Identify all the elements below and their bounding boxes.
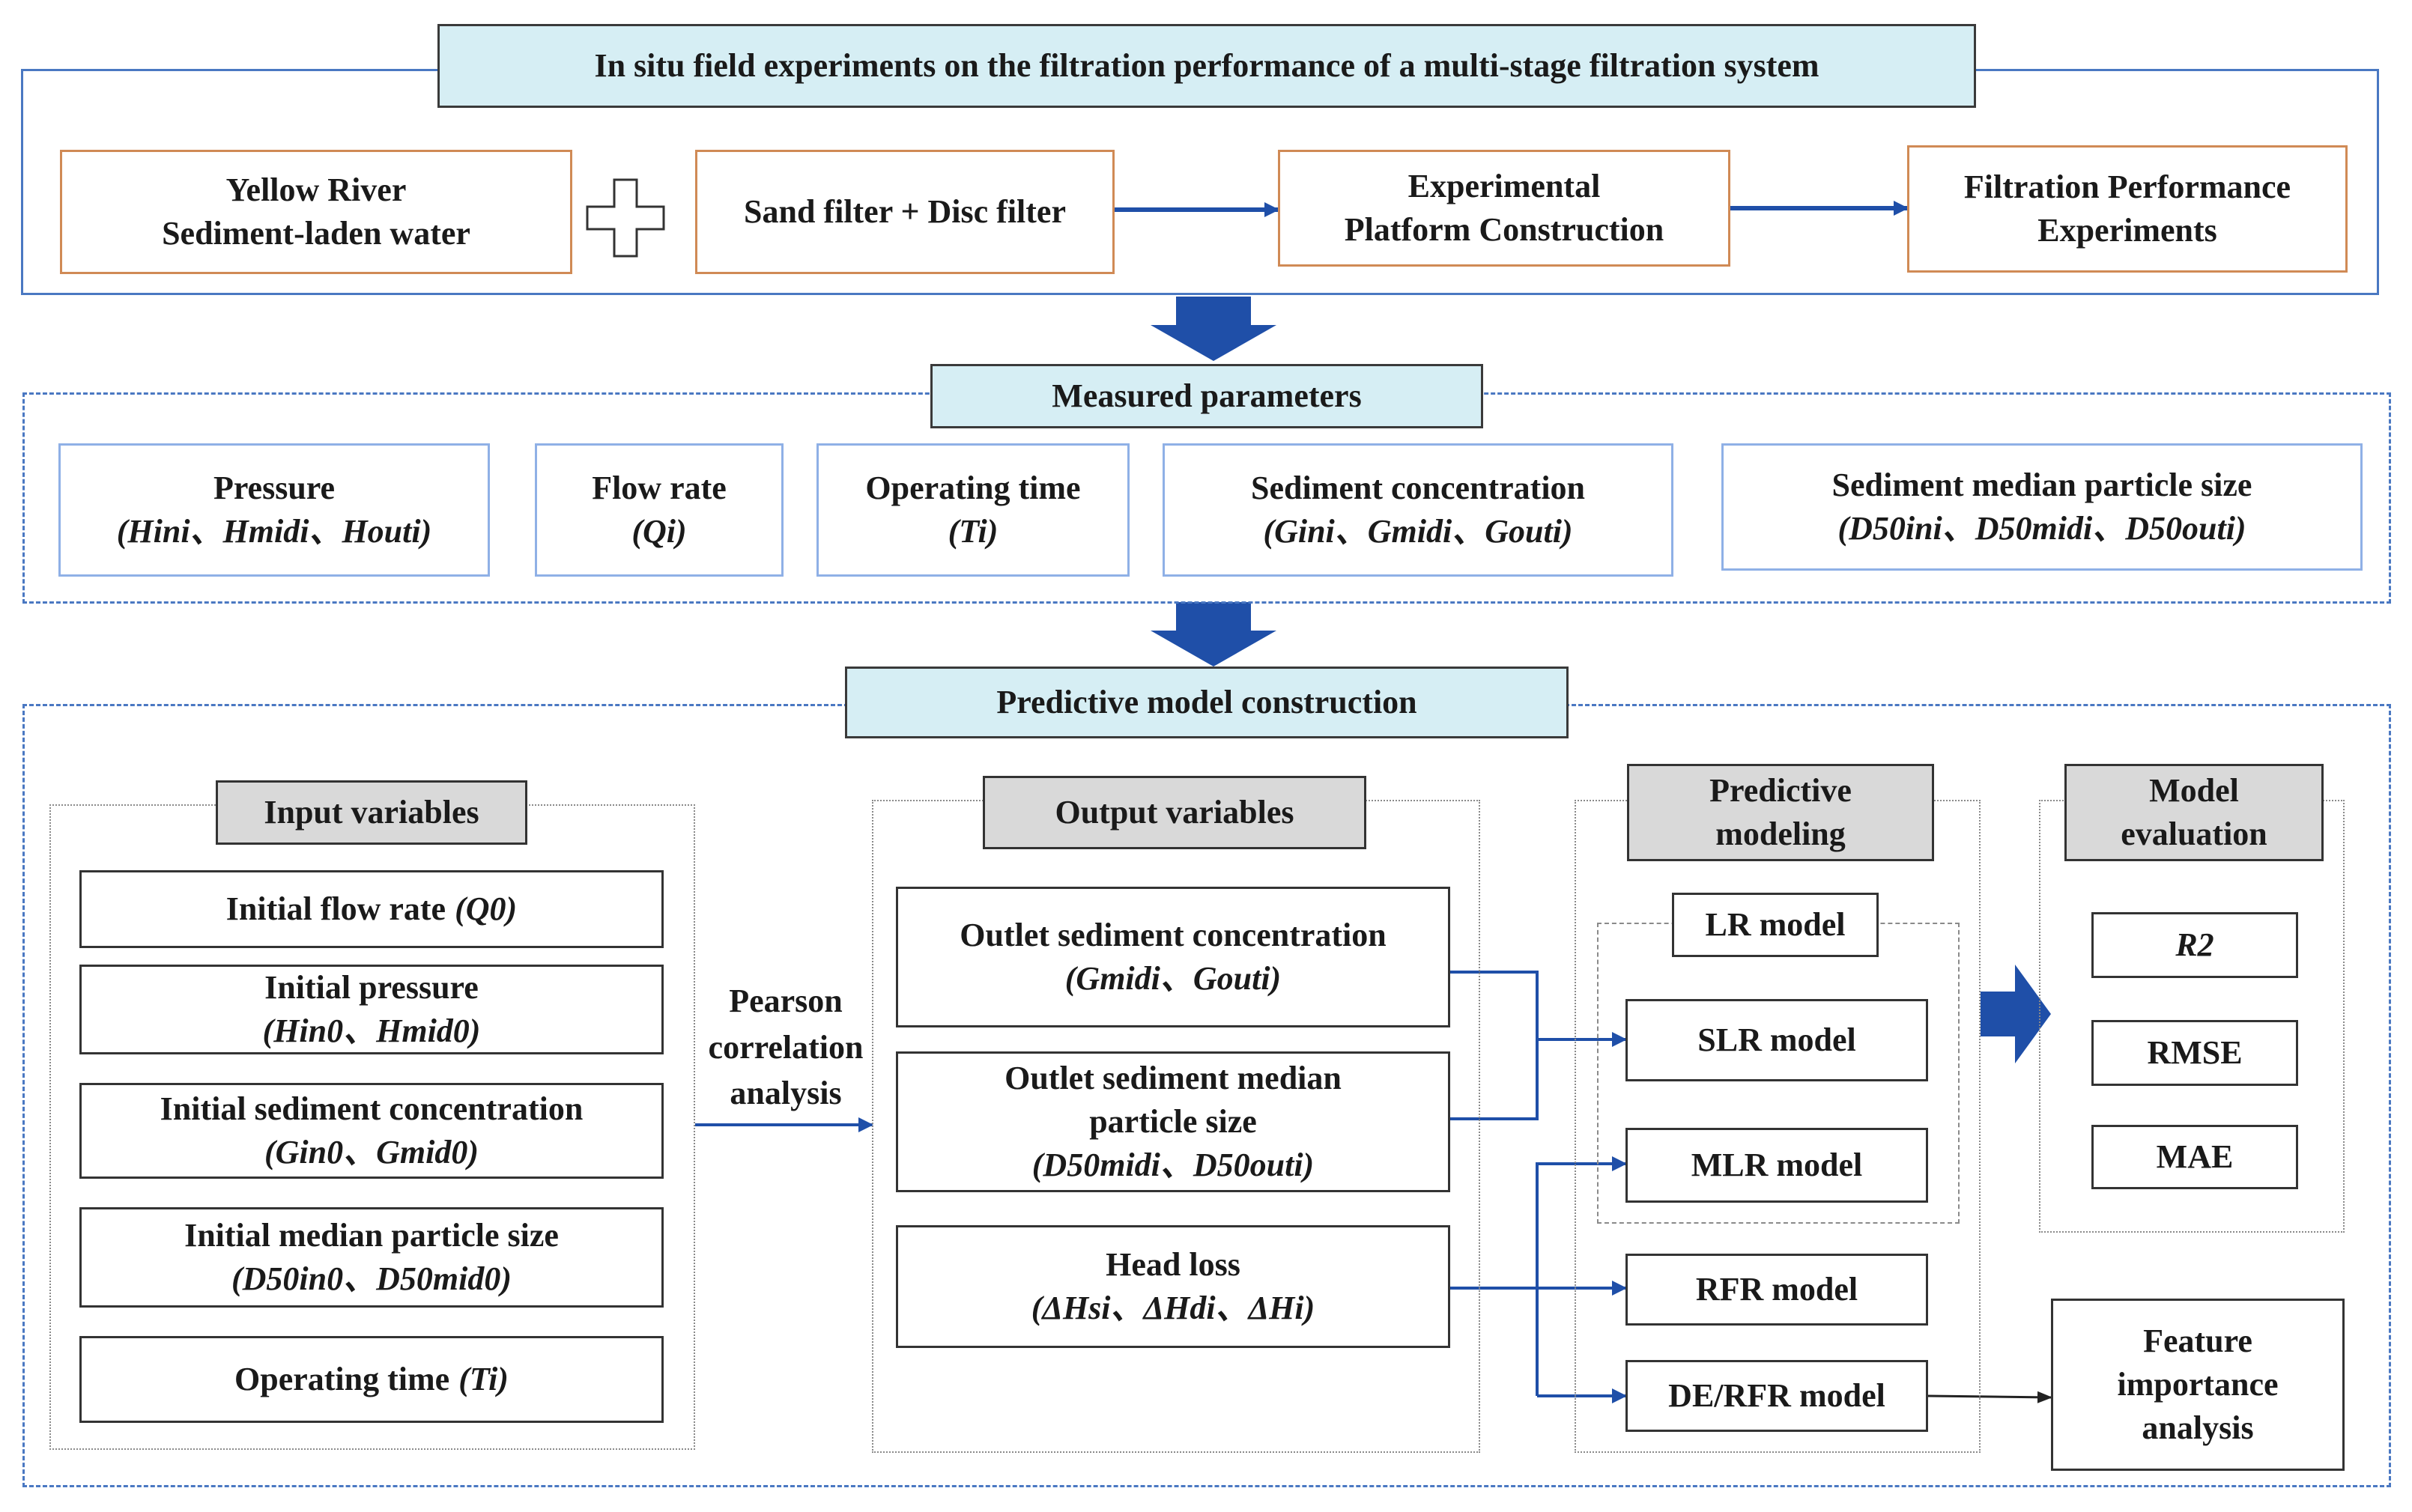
- section1-title-text: In situ field experiments on the filtrat…: [594, 46, 1819, 84]
- pearson-line-1: Pearson: [729, 983, 843, 1019]
- param-flow-rate: Flow rate (Qi): [535, 443, 784, 577]
- model-slr: SLR model: [1625, 999, 1928, 1081]
- metric-rmse: RMSE: [2091, 1020, 2298, 1086]
- platform-box: Experimental Platform Construction: [1278, 150, 1730, 267]
- param-symbols: (Qi): [631, 513, 687, 550]
- feature-importance-box: Feature importance analysis: [2051, 1299, 2345, 1471]
- input-name: Initial flow rate: [225, 890, 446, 927]
- input-name: Initial pressure: [264, 968, 479, 1006]
- param-operating-time: Operating time (Ti): [816, 443, 1130, 577]
- feature-line-1: Feature: [2143, 1322, 2252, 1359]
- platform-line-2: Platform Construction: [1344, 211, 1664, 248]
- metric-r2-label: R2: [2175, 923, 2213, 967]
- param-sediment-concentration: Sediment concentration (Gini、Gmidi、Gouti…: [1163, 443, 1673, 577]
- input-symbols: (Hin0、Hmid0): [262, 1012, 481, 1049]
- param-pressure: Pressure (Hini、Hmidi、Houti): [58, 443, 490, 577]
- input-variables-header: Input variables: [216, 780, 527, 845]
- pearson-line-3: analysis: [730, 1075, 842, 1112]
- section2-title-text: Measured parameters: [1052, 377, 1362, 414]
- input-symbols: (Ti): [458, 1360, 509, 1397]
- param-name: Flow rate: [592, 469, 727, 506]
- input-operating-time: Operating time (Ti): [79, 1336, 664, 1423]
- section3-title: Predictive model construction: [845, 667, 1569, 738]
- input-name: Initial sediment concentration: [160, 1090, 584, 1127]
- metric-label: RMSE: [2147, 1033, 2243, 1071]
- param-median-particle-size: Sediment median particle size (D50ini、D5…: [1721, 443, 2363, 571]
- model-label: RFR model: [1695, 1270, 1858, 1308]
- feature-line-3: analysis: [2142, 1409, 2254, 1447]
- section1-title: In situ field experiments on the filtrat…: [437, 24, 1976, 108]
- output-sediment-concentration: Outlet sediment concentration (Gmidi、Gou…: [896, 887, 1450, 1027]
- model-rfr: RFR model: [1625, 1254, 1928, 1326]
- model-mlr: MLR model: [1625, 1128, 1928, 1203]
- model-label: DE/RFR model: [1668, 1376, 1885, 1414]
- output-name-line-2: particle size: [1089, 1102, 1257, 1140]
- arrow-to-feature-importance: [1927, 1391, 2052, 1403]
- down-arrow-1: [1151, 297, 1276, 361]
- metric-label: MAE: [2156, 1138, 2234, 1175]
- output-variables-header: Output variables: [983, 776, 1366, 849]
- input-symbols: (Q0): [455, 890, 518, 927]
- modeling-header-line-2: modeling: [1715, 816, 1846, 852]
- down-arrow-2: [1151, 602, 1276, 667]
- model-label: MLR model: [1691, 1146, 1863, 1183]
- param-symbols: (Ti): [948, 513, 999, 550]
- right-arrow-to-evaluation: [1981, 965, 2051, 1063]
- feature-line-2: importance: [2117, 1365, 2279, 1403]
- output-name-line-1: Outlet sediment median: [1005, 1059, 1342, 1096]
- output-symbols: (Gmidi、Gouti): [1064, 960, 1282, 997]
- model-label: SLR model: [1697, 1021, 1856, 1058]
- param-symbols: (Gini、Gmidi、Gouti): [1263, 513, 1573, 550]
- experiments-line-1: Filtration Performance: [1963, 168, 2291, 205]
- output-name: Outlet sediment concentration: [960, 916, 1387, 953]
- param-name: Operating time: [865, 469, 1081, 506]
- water-box: Yellow River Sediment-laden water: [60, 150, 572, 274]
- platform-line-1: Experimental: [1407, 167, 1601, 204]
- output-head-loss: Head loss (ΔHsi、ΔHdi、ΔHi): [896, 1225, 1450, 1348]
- metric-r2-text: R2: [2175, 926, 2214, 963]
- filters-box: Sand filter + Disc filter: [695, 150, 1115, 274]
- output-median-particle-size: Outlet sediment median particle size (D5…: [896, 1051, 1450, 1192]
- metric-mae: MAE: [2091, 1125, 2298, 1189]
- section2-title: Measured parameters: [930, 364, 1483, 428]
- param-symbols: (D50ini、D50midi、D50outi): [1837, 510, 2246, 547]
- input-initial-pressure: Initial pressure (Hin0、Hmid0): [79, 965, 664, 1054]
- input-initial-flow-rate: Initial flow rate (Q0): [79, 870, 664, 948]
- pearson-line-2: correlation: [708, 1028, 864, 1066]
- pearson-label: Pearson correlation analysis: [697, 978, 875, 1117]
- output-symbols: (ΔHsi、ΔHdi、ΔHi): [1031, 1290, 1315, 1326]
- param-name: Sediment median particle size: [1831, 466, 2252, 503]
- water-line-1: Yellow River: [225, 171, 407, 208]
- experiments-box: Filtration Performance Experiments: [1907, 145, 2348, 273]
- evaluation-header-line-2: evaluation: [2121, 816, 2267, 852]
- predictive-modeling-header: Predictive modeling: [1627, 764, 1934, 861]
- metric-r2: R2: [2091, 912, 2298, 978]
- water-line-2: Sediment-laden water: [162, 215, 470, 252]
- input-initial-median-particle-size: Initial median particle size (D50in0、D50…: [79, 1207, 664, 1308]
- output-name: Head loss: [1106, 1245, 1240, 1283]
- param-name: Sediment concentration: [1250, 469, 1586, 506]
- modeling-header-line-1: Predictive: [1709, 771, 1852, 809]
- experiments-line-2: Experiments: [2037, 212, 2217, 249]
- section3-title-text: Predictive model construction: [996, 683, 1417, 720]
- evaluation-header-line-1: Model: [2149, 771, 2239, 809]
- output-symbols: (D50midi、D50outi): [1031, 1147, 1315, 1184]
- input-name: Initial median particle size: [184, 1216, 559, 1254]
- input-initial-sediment-concentration: Initial sediment concentration (Gin0、Gmi…: [79, 1083, 664, 1179]
- filters-text: Sand filter + Disc filter: [744, 192, 1066, 230]
- model-label: LR model: [1705, 905, 1846, 943]
- input-name: Operating time: [234, 1360, 450, 1397]
- model-evaluation-header: Model evaluation: [2064, 764, 2324, 861]
- param-name: Pressure: [213, 469, 336, 506]
- model-de-rfr: DE/RFR model: [1625, 1360, 1928, 1432]
- param-symbols: (Hini、Hmidi、Houti): [116, 513, 432, 550]
- plus-icon: [586, 178, 665, 258]
- output-header-text: Output variables: [1055, 793, 1294, 831]
- model-lr: LR model: [1672, 893, 1879, 957]
- input-symbols: (Gin0、Gmid0): [264, 1134, 479, 1171]
- input-symbols: (D50in0、D50mid0): [231, 1260, 512, 1297]
- input-header-text: Input variables: [264, 793, 479, 831]
